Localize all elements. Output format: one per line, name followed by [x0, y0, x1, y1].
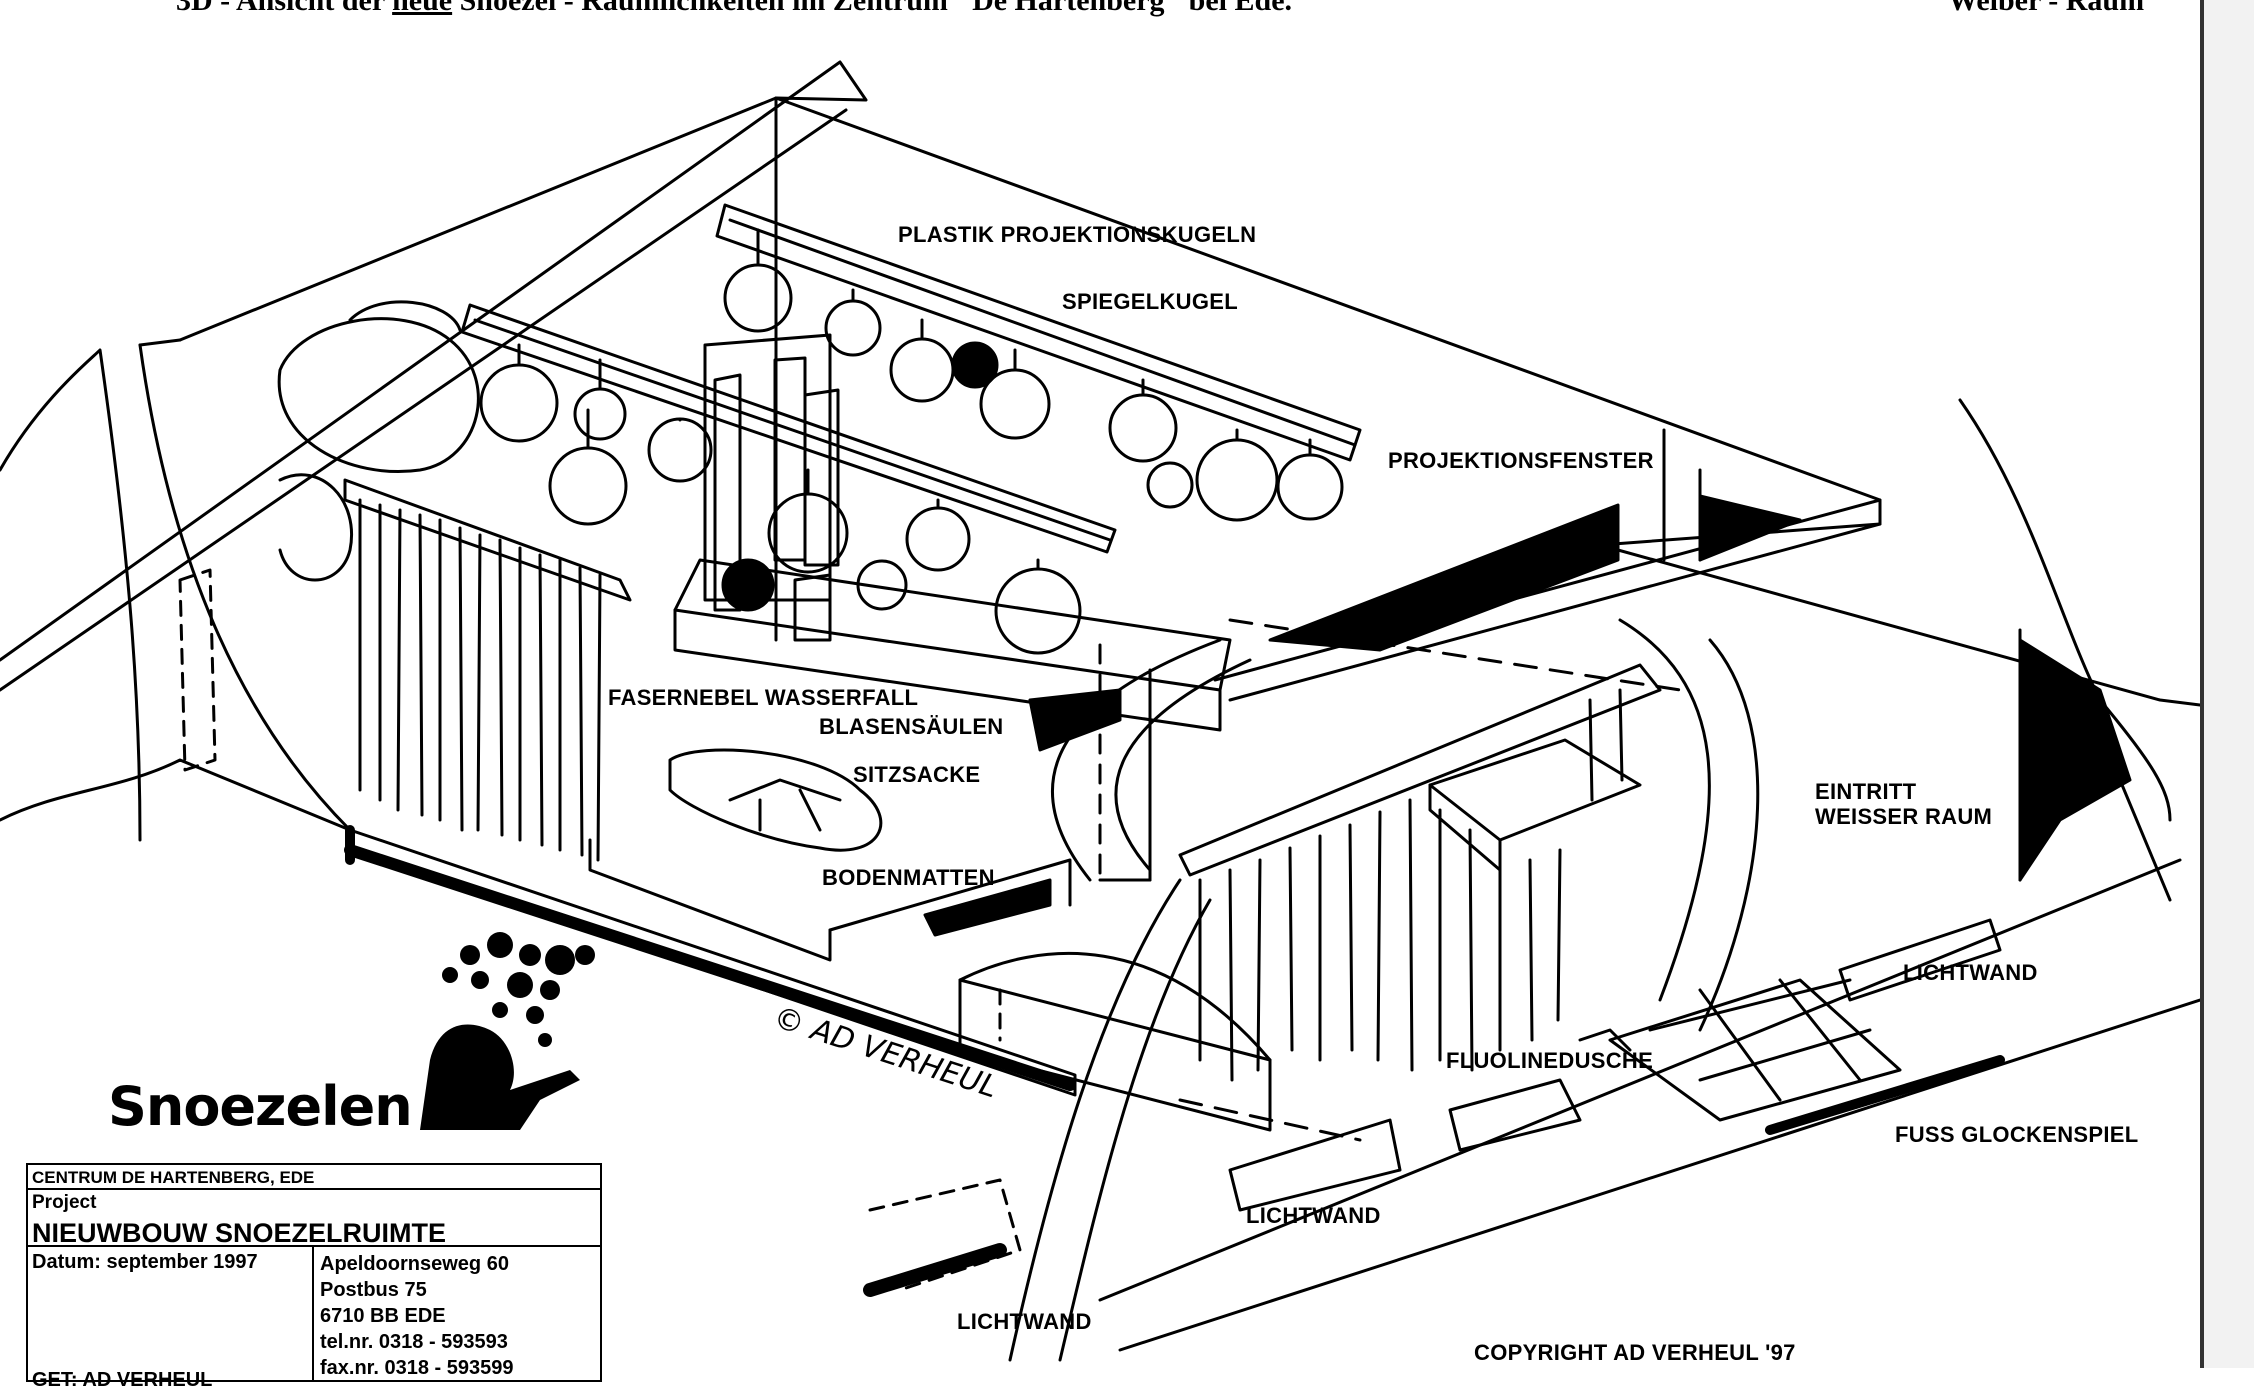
front-walls	[1008, 858, 2200, 1362]
author-text: GET: AD VERHEUL	[32, 1369, 213, 1391]
title-block-project: Project NIEUWBOUW SNOEZELRUIMTE	[28, 1190, 600, 1248]
label-weisser-raum: WEISSER RAUM	[1815, 804, 1993, 829]
label-fasernebel-wasserfall: FASERNEBEL WASSERFALL	[608, 685, 919, 710]
header-underlined: neue	[392, 0, 453, 17]
title-block-centre: CENTRUM DE HARTENBERG, EDE	[28, 1165, 600, 1190]
title-block-left: Datum: september 1997 GET: AD VERHEUL	[28, 1247, 314, 1391]
label-projektionsfenster: PROJEKTIONSFENSTER	[1388, 448, 1654, 473]
label-lichtwand-right: LICHTWAND	[1903, 960, 2038, 985]
title-block-address: Apeldoornseweg 60 Postbus 75 6710 BB EDE…	[314, 1247, 600, 1380]
project-name: NIEUWBOUW SNOEZELRUIMTE	[32, 1218, 446, 1248]
label-spiegelkugel: SPIEGELKUGEL	[1062, 289, 1238, 314]
door-outline	[178, 568, 217, 772]
bubble-columns	[673, 333, 1232, 732]
label-copyright: COPYRIGHT AD VERHEUL '97	[1474, 1340, 1796, 1365]
label-plastik-projektionskugeln: PLASTIK PROJEKTIONSKUGELN	[898, 222, 1257, 247]
drawing-header-title: 3D - Ansicht der neue Snoezel - Raumlich…	[176, 0, 1292, 16]
wall-blobs	[277, 300, 480, 582]
mirror-balls	[721, 341, 999, 612]
date-text: Datum: september 1997	[32, 1251, 258, 1273]
label-fuss-glockenspiel: FUSS GLOCKENSPIEL	[1895, 1122, 2139, 1147]
label-fluolinedusche: FLUOLINEDUSCHE	[1446, 1048, 1654, 1073]
label-lichtwand-left: LICHTWAND	[957, 1309, 1092, 1334]
address-line: Apeldoornseweg 60	[320, 1253, 509, 1275]
projection-balls	[479, 228, 1344, 655]
address-line: 6710 BB EDE	[320, 1305, 446, 1327]
beanbag	[668, 748, 883, 852]
label-eintritt: EINTRITT	[1815, 779, 1917, 804]
ceiling-rails	[460, 203, 1362, 554]
address-line: tel.nr. 0318 - 593593	[320, 1331, 508, 1353]
fiber-waterfall	[343, 478, 632, 862]
address-line: fax.nr. 0318 - 593599	[320, 1357, 514, 1379]
label-blasensaeulen: BLASENSÄULEN	[819, 714, 1004, 739]
floor	[344, 668, 1272, 1297]
label-bodenmatten: BODENMATTEN	[822, 865, 995, 890]
curved-walls	[1051, 618, 1760, 1142]
snoezelen-logo-text: Snoezelen	[108, 1075, 413, 1138]
snoezelen-logo-figure	[420, 932, 595, 1130]
project-label: Project	[32, 1192, 97, 1213]
header-pre: 3D - Ansicht der	[176, 0, 385, 17]
address-line: Postbus 75	[320, 1279, 427, 1301]
page-edge	[2200, 0, 2254, 1368]
dark-panels	[923, 494, 2132, 937]
title-block-details: Datum: september 1997 GET: AD VERHEUL Ap…	[28, 1247, 600, 1391]
fluoline-shower	[1178, 663, 1662, 1082]
label-sitzsacke: SITZSACKE	[853, 762, 981, 787]
isometric-room-drawing	[0, 60, 2200, 1362]
drawing-header-right: Weiber - Raum	[1948, 0, 2145, 17]
label-lichtwand-middle: LICHTWAND	[1246, 1203, 1381, 1228]
title-block: CENTRUM DE HARTENBERG, EDE Project NIEUW…	[26, 1163, 602, 1391]
header-post: Snoezel - Raumlichkeiten im Zentrum "De …	[459, 0, 1293, 17]
